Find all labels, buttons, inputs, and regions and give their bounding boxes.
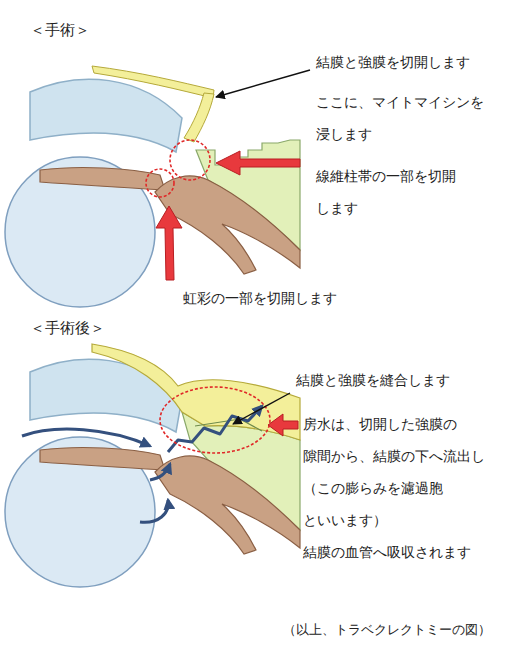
section-heading: ＜手術後＞ (30, 316, 105, 340)
incision-circle (170, 140, 210, 180)
aqueous-flow (140, 500, 168, 522)
annotation-text: 線維柱帯の一部を切開 します (316, 160, 476, 224)
section-heading: ＜手術＞ (30, 18, 90, 42)
caption: （以上、トラベクレクトミーの図） (283, 620, 491, 640)
annotation-text: 房水は、切開した強膜の 隙間から、結膜の下へ流出し （この膨らみを濾過胞 といい… (303, 408, 493, 568)
scleral-flap (184, 93, 214, 142)
bleb-circle (160, 387, 270, 453)
annotation-text: 結膜と強膜を切開します (316, 46, 470, 78)
aqueous-flow (150, 464, 170, 480)
leader-arrow (233, 393, 290, 424)
leader-arrow (216, 70, 310, 97)
aqueous-flow (22, 429, 150, 446)
pointer-arrow (156, 206, 182, 280)
annotation-text: 虹彩の一部を切開します (183, 282, 337, 314)
filtering-bleb (92, 344, 300, 440)
incision-circle (146, 169, 174, 197)
annotation-text: ここに、マイトマイシンを 浸します (316, 86, 496, 150)
pointer-arrow (268, 414, 298, 436)
pointer-arrow (216, 151, 300, 175)
aqueous-flow (168, 406, 262, 452)
iris (40, 448, 165, 470)
cornea (30, 79, 182, 152)
annotation-text: 結膜と強膜を縫合します (296, 364, 450, 396)
ciliary-body (155, 456, 300, 554)
conjunctiva (92, 66, 214, 98)
